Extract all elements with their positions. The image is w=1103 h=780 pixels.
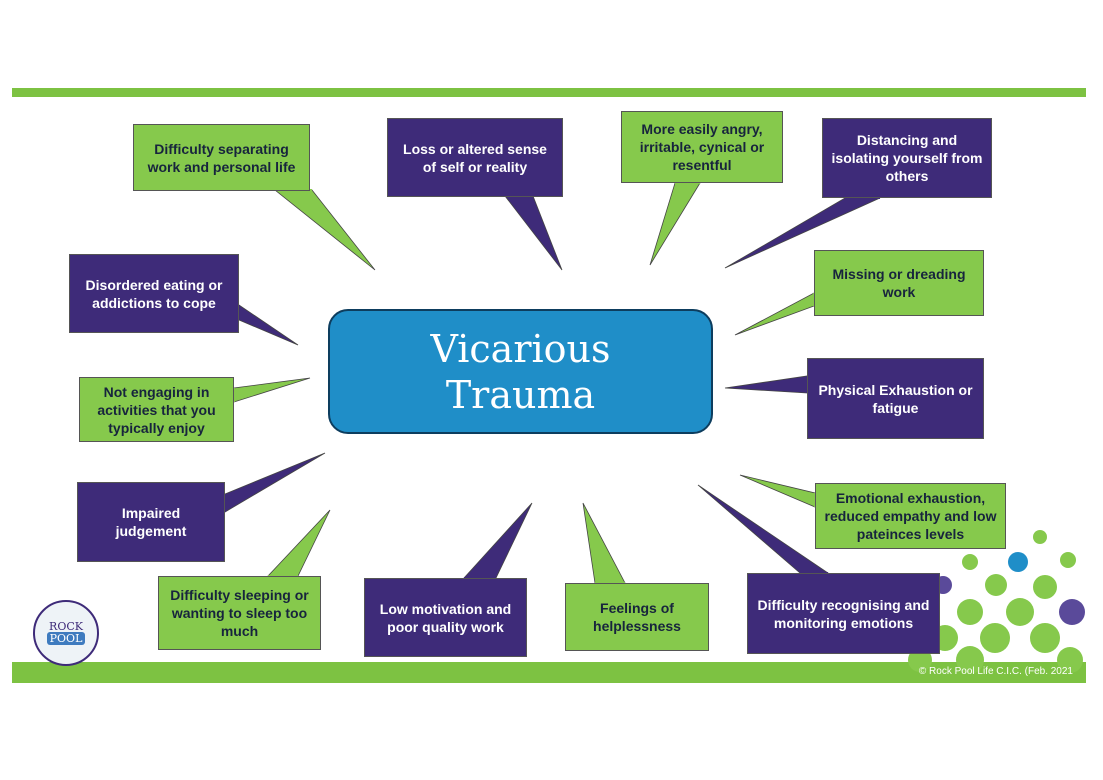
bubble-pointer [649, 182, 701, 266]
bubble-pointer [463, 502, 533, 579]
symptom-bubble: Distancing and isolating yourself from o… [822, 118, 992, 198]
bubble-pointer [267, 509, 331, 577]
bubble-pointer [224, 452, 326, 513]
rock-pool-logo: ROCK POOL [33, 600, 99, 666]
top-accent-bar [12, 88, 1086, 97]
symptom-bubble: Missing or dreading work [814, 250, 984, 316]
symptom-bubble: Disordered eating or addictions to cope [69, 254, 239, 333]
bottom-accent-bar [12, 662, 1086, 683]
copyright-text: © Rock Pool Life C.I.C. (Feb. 2021 [918, 666, 1073, 677]
logo-text-pool: POOL [46, 632, 86, 645]
bubble-pointer [273, 189, 376, 271]
symptom-bubble: Difficulty sleeping or wanting to sleep … [158, 576, 321, 650]
bubble-pointer [582, 502, 626, 584]
bubble-pointer [233, 377, 311, 403]
symptom-bubble: Physical Exhaustion or fatigue [807, 358, 984, 439]
central-title: Vicarious Trauma [328, 309, 713, 434]
bubble-pointer [724, 375, 808, 394]
logo-text-rock: ROCK [49, 620, 83, 633]
symptom-bubble: Not engaging in activities that you typi… [79, 377, 234, 442]
symptom-bubble: Feelings of helplessness [565, 583, 709, 651]
symptom-bubble: Difficulty recognising and monitoring em… [747, 573, 940, 654]
bubble-pointer [238, 304, 299, 346]
symptom-bubble: Low motivation and poor quality work [364, 578, 527, 657]
bubble-pointer [734, 292, 815, 336]
symptom-bubble: Emotional exhaustion, reduced empathy an… [815, 483, 1006, 549]
symptom-bubble: Impaired judgement [77, 482, 225, 562]
symptom-bubble: Difficulty separating work and personal … [133, 124, 310, 191]
bubble-pointer [739, 474, 816, 508]
symptom-bubble: More easily angry, irritable, cynical or… [621, 111, 783, 183]
bubble-pointer [504, 195, 563, 271]
symptom-bubble: Loss or altered sense of self or reality [387, 118, 563, 197]
